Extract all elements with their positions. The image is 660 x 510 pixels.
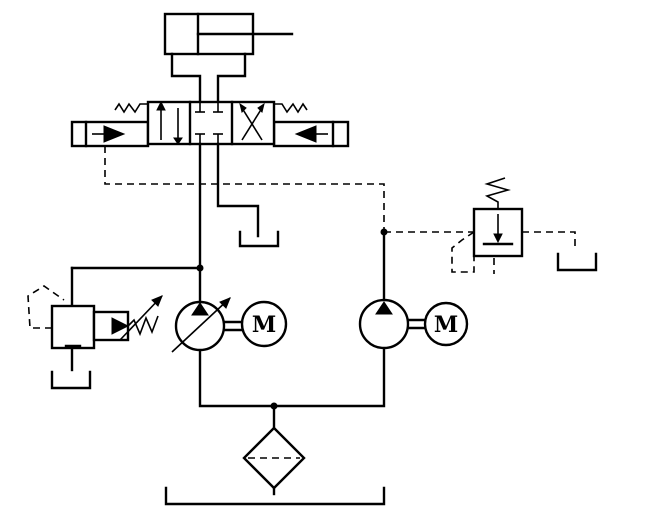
valve-port-lines [198, 142, 280, 270]
junction-dots [196, 228, 388, 410]
reservoir-tank [164, 486, 386, 506]
directional-control-valve [70, 100, 350, 148]
variable-pump [171, 297, 246, 353]
electric-motor: M [423, 301, 469, 347]
filter [242, 426, 306, 490]
motor-label: M [252, 312, 276, 338]
electric-motor: M [240, 300, 288, 348]
tank-symbol [556, 252, 598, 272]
fixed-pump [358, 298, 428, 350]
main-lines [70, 230, 386, 506]
pressure-reducing-valve [472, 177, 598, 272]
pilot-lines [104, 146, 576, 274]
motor-label: M [434, 312, 458, 338]
relief-valve [27, 266, 163, 390]
hydraulic-cylinder [163, 12, 294, 104]
tank-symbol [238, 230, 280, 248]
tank-symbol [50, 370, 92, 390]
